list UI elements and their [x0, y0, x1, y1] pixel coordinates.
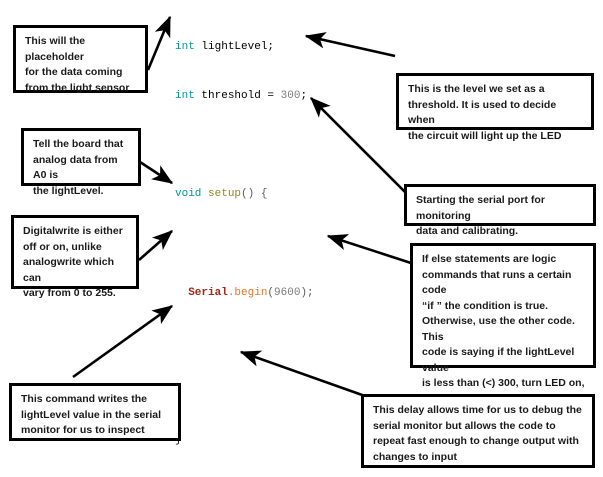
- note-line: from the light sensor: [25, 81, 130, 94]
- code-line: int lightLevel;: [175, 40, 275, 53]
- note-serial-port-start[interactable]: Starting the serial port for monitoring …: [404, 184, 596, 237]
- code-line-blank: [175, 137, 405, 153]
- note-line: lightLevel value in the serial: [21, 408, 162, 421]
- note-line: analogwrite which can: [23, 256, 115, 284]
- code-line-blank: [175, 236, 405, 252]
- note-line: analog data from A0 is: [33, 153, 118, 182]
- note-line: Digitalwrite is either: [23, 225, 123, 237]
- note-line: serial monitor but allows the code to: [373, 419, 556, 432]
- arrow-to-analogread: [139, 160, 174, 185]
- note-serial-print-monitor[interactable]: This command writes the lightLevel value…: [9, 383, 181, 441]
- code-line: void setup() {: [175, 188, 268, 201]
- note-line: This will the placeholder: [25, 35, 86, 63]
- note-line: If else statements are logic: [422, 253, 557, 265]
- note-line: changes to input: [373, 450, 457, 463]
- note-line: Starting the serial port for monitoring: [416, 194, 545, 222]
- note-line: for the data coming: [25, 66, 123, 78]
- note-if-else-logic[interactable]: If else statements are logic commands th…: [410, 243, 596, 405]
- note-line: This is the level we set as a: [408, 83, 545, 95]
- arrow-to-digitalwrite-high: [138, 230, 173, 261]
- note-line: is less than (<) 300, turn LED on,: [422, 377, 585, 389]
- note-threshold-level[interactable]: This is the level we set as a threshold.…: [396, 73, 594, 142]
- code-line: Serial.begin(9600);: [188, 286, 314, 299]
- arrow-to-serial-println: [72, 304, 174, 379]
- code-line-blank: [175, 334, 405, 350]
- note-line: Otherwise, use the other code. This: [422, 315, 575, 343]
- note-analog-read-a0[interactable]: Tell the board that analog data from A0 …: [21, 128, 141, 197]
- note-line: code is saying if the lightLevel value: [422, 346, 575, 374]
- note-variable-placeholder[interactable]: This will the placeholder for the data c…: [13, 25, 148, 94]
- note-delay-timing[interactable]: This delay allows time for us to debug t…: [361, 394, 595, 468]
- note-line: threshold. It is used to decide when: [408, 98, 557, 127]
- note-line: vary from 0 to 255.: [23, 287, 116, 299]
- note-line: “if ” the condition is true.: [422, 299, 548, 312]
- note-line: the lightLevel.: [33, 184, 104, 197]
- note-line: Tell the board that: [33, 138, 124, 150]
- note-line: off or on, unlike: [23, 240, 102, 253]
- code-line: int threshold = 300;: [175, 90, 308, 103]
- note-line: This delay allows time for us to debug t…: [373, 404, 582, 416]
- note-line: This command writes the: [21, 393, 148, 405]
- note-line: data and calibrating.: [416, 225, 519, 237]
- note-line: monitor for us to inspect: [21, 424, 145, 436]
- note-line: repeat fast enough to change output with: [373, 435, 579, 447]
- note-line: the circuit will light up the LED: [408, 129, 562, 142]
- code-listing: int lightLevel; int threshold = 300; voi…: [175, 6, 405, 477]
- note-digitalwrite-explanation[interactable]: Digitalwrite is either off or on, unlike…: [11, 215, 139, 299]
- note-line: commands that runs a certain code: [422, 268, 572, 297]
- arrow-to-lightlevel-declaration: [146, 15, 172, 71]
